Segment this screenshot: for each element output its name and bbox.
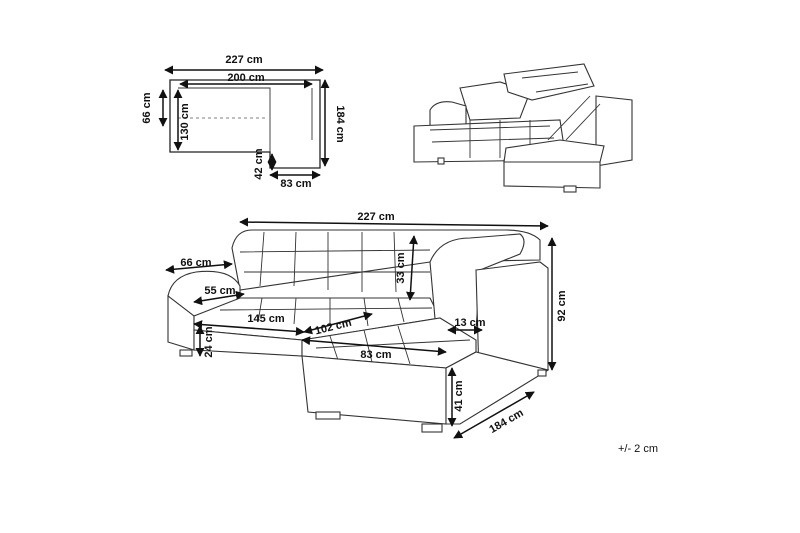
small-storage-tray: [503, 139, 605, 163]
front-chaise-width-label: 83 cm: [360, 349, 391, 361]
small-chaise-base: [503, 159, 601, 189]
small-lid-lines: [521, 71, 589, 93]
plan-outline: [169, 79, 321, 169]
main-foot-2: [315, 411, 341, 420]
front-arm-thickness-label: 13 cm: [454, 317, 485, 329]
front-chaise-height-label: 41 cm: [453, 380, 465, 411]
small-lift-arms: [547, 95, 601, 141]
front-chaise-width-arrow: [301, 336, 447, 356]
front-arm-width-arrow: [165, 260, 233, 274]
plan-inner-outline: [178, 87, 271, 152]
front-total-height-label: 92 cm: [556, 290, 568, 321]
front-seat-depth-arrow: [193, 290, 245, 306]
small-left-arm: [429, 101, 467, 127]
front-arm-width-label: 66 cm: [180, 257, 211, 269]
small-bed-tufting: [429, 120, 555, 158]
front-corner-depth-arrow: [303, 311, 373, 335]
plan-view: 227 cm 200 cm 66 cm 130 cm 184 cm 42 cm …: [141, 54, 346, 190]
small-storage-lid: [503, 63, 595, 101]
front-back-height-arrow: [406, 235, 418, 301]
main-foot-1: [179, 349, 193, 357]
main-sofa-illustration: 227 cm 66 cm 55 cm 145 cm 102 cm 33 cm 1…: [165, 211, 568, 439]
main-foot-4: [537, 369, 547, 377]
plan-step-height-label: 42 cm: [253, 148, 265, 179]
front-chaise-length-arrow: [453, 391, 535, 439]
front-seat-depth-label: 55 cm: [204, 285, 235, 297]
main-foot-3: [421, 423, 443, 433]
front-seat-height-label: 24 cm: [203, 326, 215, 357]
plan-total-width-label: 227 cm: [225, 54, 263, 66]
small-foot-1: [437, 157, 445, 165]
front-seat-width-label: 145 cm: [247, 313, 285, 325]
main-back-tufting: [239, 231, 431, 293]
front-seat-width-arrow: [193, 320, 305, 336]
plan-chaise-length-label: 184 cm: [334, 105, 346, 143]
small-right-back: [595, 95, 633, 167]
front-chaise-length-label: 184 cm: [487, 407, 525, 436]
sofa-bed-open-illustration: [413, 63, 633, 193]
plan-chaise-width-label: 83 cm: [280, 178, 311, 190]
plan-bed-length-label: 130 cm: [179, 103, 191, 141]
front-back-height-label: 33 cm: [395, 252, 407, 283]
small-foot-2: [563, 185, 577, 193]
front-total-width-arrow: [239, 217, 549, 231]
front-total-width-label: 227 cm: [357, 211, 395, 223]
plan-armrest-depth-label: 66 cm: [141, 92, 153, 123]
plan-bed-width-label: 200 cm: [227, 72, 265, 84]
tolerance-note: +/- 2 cm: [618, 443, 658, 455]
